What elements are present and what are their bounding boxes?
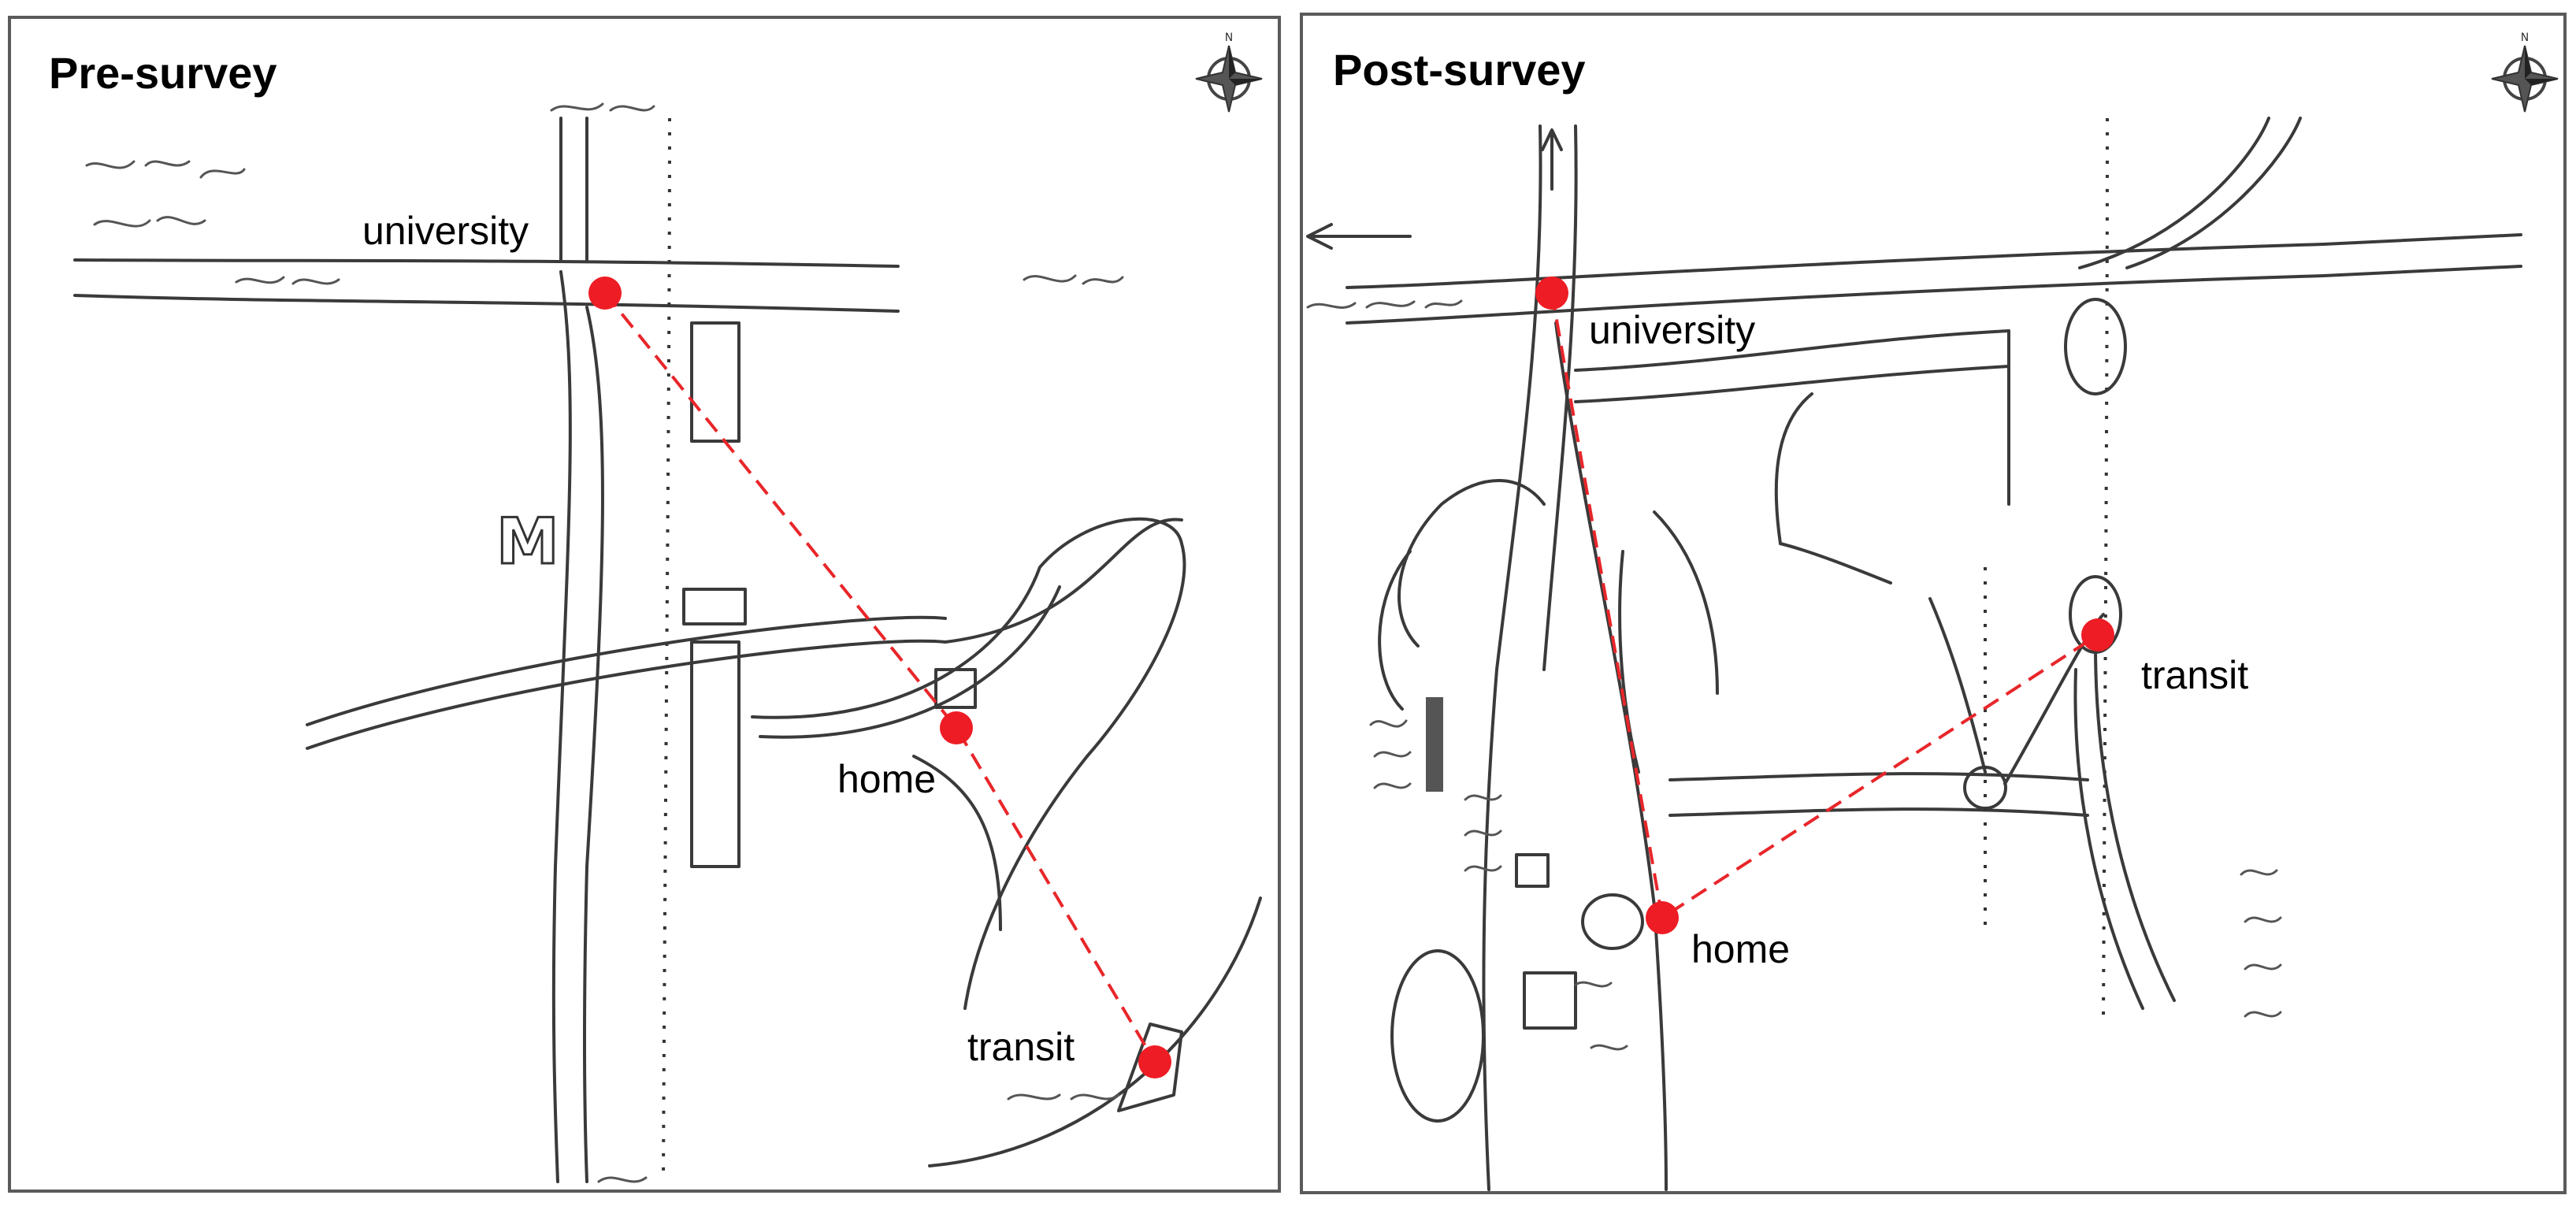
handwriting-scribble: [2240, 869, 2282, 1018]
route-connector: [603, 291, 1156, 1063]
transit-label: transit: [967, 1025, 1075, 1069]
mcdonalds-logo-sketch: M: [496, 505, 559, 578]
familymart-box: [1523, 971, 1577, 1030]
handwriting-scribble: [85, 160, 246, 179]
transit-marker: [1138, 1045, 1171, 1078]
handwriting-scribble: [93, 216, 206, 228]
handwriting-scribble: [1306, 299, 1463, 309]
handwriting-scribble: [1007, 1093, 1120, 1101]
home-label: home: [837, 757, 936, 801]
station-oval: [2064, 298, 2127, 395]
building-box: [934, 668, 977, 709]
panel-title: Pre-survey: [49, 48, 277, 98]
building-box: [682, 588, 747, 625]
pre-survey-frame: [8, 16, 1281, 1193]
route-connector: [1550, 292, 2099, 921]
station-oval: [2069, 575, 2122, 654]
handwriting-scribble: [235, 276, 340, 285]
university-marker: [588, 277, 622, 310]
handwriting-scribble: [550, 102, 655, 112]
handwriting-scribble: [597, 1176, 648, 1183]
university-marker: [1535, 277, 1568, 310]
post-survey-panel: Post-survey university home transit: [1300, 13, 2567, 1194]
building-box: [1515, 853, 1550, 888]
park-oval: [1390, 949, 1485, 1123]
university-label: university: [1589, 308, 1755, 352]
handwriting-scribble: [1023, 274, 1124, 285]
handwriting-scribble: [1574, 981, 1628, 1051]
pre-survey-panel: M Pre-survey university home transit: [8, 16, 1281, 1193]
university-label: university: [362, 209, 529, 253]
transit-label: transit: [2141, 653, 2248, 697]
handwriting-scribble: [1369, 719, 1412, 789]
home-marker: [1646, 901, 1679, 934]
pre-survey-sketch-map: M: [73, 102, 1262, 1183]
transit-marker: [2081, 618, 2114, 651]
building-box: [690, 640, 741, 868]
station-sketch: [1117, 1023, 1183, 1112]
panel-title: Post-survey: [1333, 45, 1586, 95]
handwriting-scribble: [1464, 794, 1502, 872]
home-marker: [940, 711, 973, 744]
hatched-block: [1426, 697, 1443, 792]
building-box: [690, 321, 741, 443]
home-label: home: [1691, 927, 1790, 971]
home-oval: [1581, 893, 1644, 950]
